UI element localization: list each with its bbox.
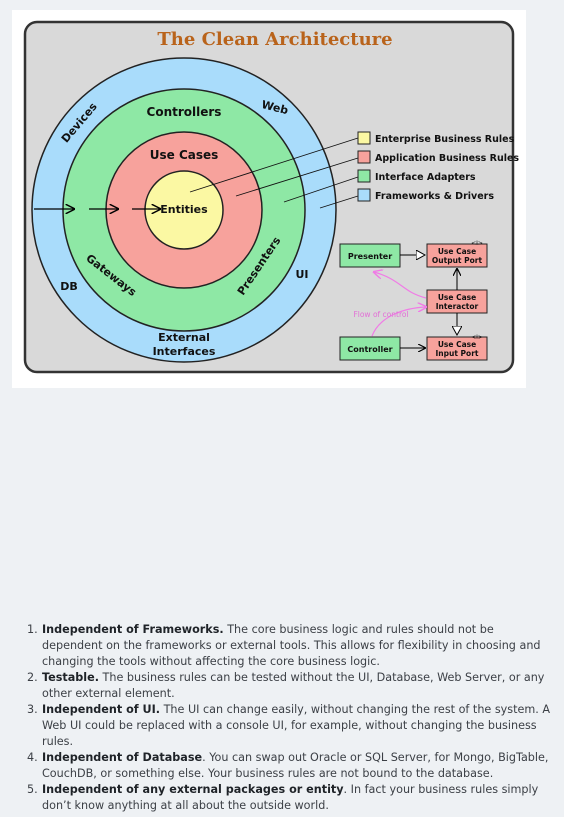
ring-enterprise-business-rules [144,170,224,250]
output-port-box [426,243,488,268]
principle-number: 2. [27,671,38,684]
legend-swatch-frameworks [357,188,371,202]
legend-swatch-enterprise [357,131,371,145]
principle-item: 4. Independent of Database. You can swap… [0,750,564,782]
input-port-label-1: Use Case [438,340,476,349]
flow-curve-from-controller [371,307,426,337]
label-controllers: Controllers [147,105,222,119]
legend-leader-lines [189,137,359,209]
interactor-label-1: Use Case [438,293,476,302]
label-web: Web [260,98,290,117]
legend: Enterprise Business Rules Application Bu… [357,131,519,202]
legend-label-frameworks: Frameworks & Drivers [375,191,494,202]
diagram-title: The Clean Architecture [157,29,392,50]
principle-text: . In fact your business rules simply don… [42,783,539,812]
principle-number: 5. [27,783,38,796]
input-port-box [426,336,488,361]
principle-text: The UI can change easily, without changi… [42,703,551,748]
controller-label: Controller [347,345,392,354]
input-port-interface-marker: <I> [471,334,483,341]
input-port-label-2: Input Port [436,349,479,358]
legend-swatch-application [357,150,371,164]
principle-item: 1. Independent of Frameworks. The core b… [0,622,564,670]
clean-architecture-diagram: The Clean Architecture Devices Web DB UI… [12,10,526,388]
legend-label-application: Application Business Rules [375,153,519,164]
output-port-label-1: Use Case [438,247,476,256]
principle-text: . You can swap out Oracle or SQL Server,… [42,751,549,780]
principle-title: Testable. [42,671,99,684]
presenter-label: Presenter [348,252,392,261]
label-use-cases: Use Cases [150,148,219,162]
label-ui: UI [295,268,308,281]
principle-text: The core business logic and rules should… [42,623,541,668]
flow-of-control-label: Flow of control [353,310,408,319]
principle-title: Independent of any external packages or … [42,783,344,796]
flow-of-control-diagram: Presenter Use Case Output Port <I> Use C… [339,240,488,361]
principle-text: The business rules can be tested without… [42,671,545,700]
principle-number: 4. [27,751,38,764]
label-external-interfaces-2: Interfaces [153,345,216,358]
principle-title: Independent of Database [42,751,203,764]
output-port-label-2: Output Port [432,256,483,265]
legend-swatch-adapters [357,169,371,183]
principle-number: 1. [27,623,38,636]
flow-curve-to-presenter [374,272,427,299]
principles-list: 1. Independent of Frameworks. The core b… [0,622,564,814]
principle-title: Independent of UI. [42,703,161,716]
interactor-label-2: Interactor [436,302,479,311]
principle-item: 5. Independent of any external packages … [0,782,564,814]
label-entities: Entities [160,203,208,216]
output-port-interface-marker: <I> [471,240,483,247]
label-db: DB [60,280,78,293]
legend-label-enterprise: Enterprise Business Rules [375,134,515,145]
principle-item: 2. Testable. The business rules can be t… [0,670,564,702]
principle-title: Independent of Frameworks. [42,623,224,636]
principle-number: 3. [27,703,38,716]
label-external-interfaces-1: External [158,331,210,344]
principle-item: 3. Independent of UI. The UI can change … [0,702,564,750]
legend-label-adapters: Interface Adapters [375,172,476,183]
